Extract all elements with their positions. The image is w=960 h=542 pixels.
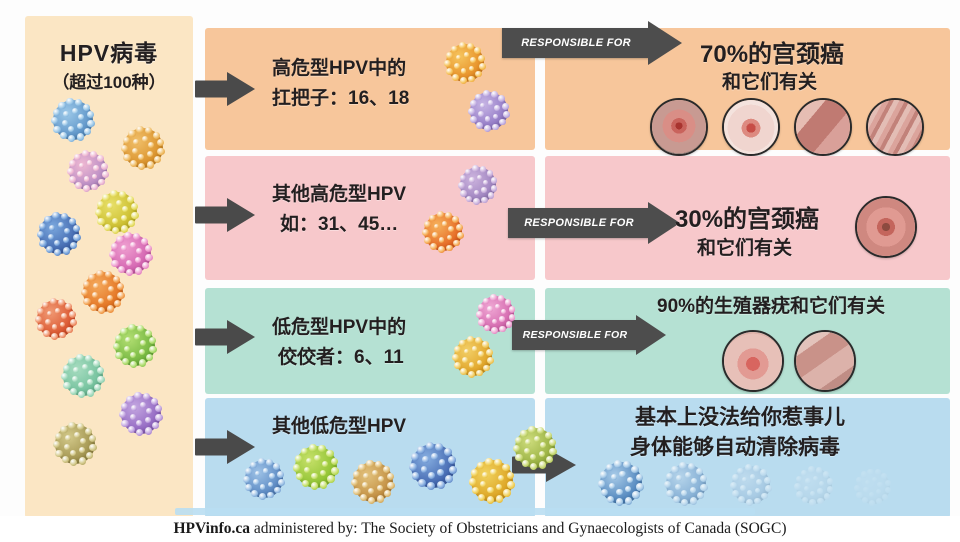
row-1-left-line-2: 扛把子：16、18 — [272, 88, 410, 109]
footer: HPVinfo.ca administered by: The Society … — [0, 516, 960, 542]
connector-arrow-2 — [195, 198, 257, 232]
row-3-left-line-1: 低危型HPV中的 — [272, 317, 407, 338]
responsible-for-arrow-1: RESPONSIBLE FOR — [502, 21, 682, 65]
virus-particle-icon — [794, 466, 834, 506]
virus-particle-icon — [67, 150, 109, 192]
row-2-virus-group — [420, 165, 540, 275]
genital-wart-photo-2 — [794, 330, 856, 392]
row-1-right-line-2: 和它们有关 — [722, 72, 818, 93]
virus-particle-icon — [53, 422, 97, 466]
footer-accent-strip — [175, 508, 755, 515]
virus-particle-icon — [854, 468, 892, 506]
row-3-left-line-2: 佼佼者：6、11 — [278, 347, 404, 368]
row-1-virus-group — [440, 40, 540, 145]
virus-particle-icon — [422, 211, 464, 253]
virus-particle-icon — [243, 458, 285, 500]
page-title: HPV病毒 — [59, 40, 159, 66]
virus-particle-icon — [597, 460, 644, 507]
virus-clearance-sequence — [597, 460, 920, 512]
virus-particle-icon — [468, 458, 515, 505]
row-4-virus-group — [243, 426, 557, 512]
row-2-right-line-2: 和它们有关 — [697, 238, 793, 259]
row-1-left-line-1: 高危型HPV中的 — [272, 58, 407, 79]
virus-particle-icon — [664, 462, 708, 506]
virus-particle-icon — [351, 460, 395, 504]
responsible-for-label-1: RESPONSIBLE FOR — [521, 37, 631, 49]
virus-particle-icon — [37, 212, 81, 256]
virus-particle-icon — [109, 232, 153, 276]
virus-particle-icon — [444, 42, 486, 84]
virus-particle-icon — [458, 165, 498, 205]
row-2-right-line-1: 30%的宫颈癌 — [675, 206, 820, 233]
row-3-virus-group — [440, 294, 540, 392]
row-2-left-line-2: 如：31、45… — [280, 214, 399, 235]
virus-particle-icon — [113, 324, 157, 368]
cervix-photo-4 — [866, 98, 924, 156]
virus-particle-icon — [121, 126, 165, 170]
row-4-right-line-1: 基本上没法给你惹事儿 — [635, 406, 845, 429]
row-3-right-line-1: 90%的生殖器疣和它们有关 — [657, 296, 886, 317]
virus-particle-icon — [513, 426, 557, 470]
row-4-right-line-2: 身体能够自动清除病毒 — [630, 436, 840, 459]
footer-text: administered by: The Society of Obstetri… — [250, 520, 787, 537]
footer-brand[interactable]: HPVinfo.ca — [173, 520, 251, 537]
cervix-photo-2 — [722, 98, 780, 156]
connector-arrow-3 — [195, 320, 257, 354]
connector-arrow-4 — [195, 430, 257, 464]
virus-particle-icon — [81, 270, 125, 314]
genital-wart-photo-1 — [722, 330, 784, 392]
virus-particle-icon — [408, 442, 457, 491]
cervix-photo-5 — [855, 196, 917, 258]
responsible-for-arrow-3: RESPONSIBLE FOR — [512, 315, 682, 355]
responsible-for-arrow-2: RESPONSIBLE FOR — [508, 202, 688, 244]
page-subtitle: （超过100种） — [52, 73, 166, 92]
cervix-photo-1 — [650, 98, 708, 156]
responsible-for-label-2: RESPONSIBLE FOR — [524, 217, 634, 229]
virus-particle-icon — [730, 464, 772, 506]
virus-particle-icon — [476, 294, 516, 334]
virus-particle-icon — [35, 298, 77, 340]
virus-particle-icon — [452, 336, 494, 378]
virus-particle-icon — [468, 90, 510, 132]
virus-particle-icon — [119, 392, 163, 436]
connector-arrow-1 — [195, 72, 257, 106]
cervix-photo-3 — [794, 98, 852, 156]
row-2-left-line-1: 其他高危型HPV — [272, 184, 407, 205]
virus-particle-cluster — [25, 94, 193, 514]
virus-particle-icon — [61, 354, 105, 398]
virus-particle-icon — [292, 444, 339, 491]
virus-particle-icon — [95, 190, 139, 234]
row-4-left-line-1: 其他低危型HPV — [272, 416, 407, 437]
row-1-right-line-1: 70%的宫颈癌 — [700, 41, 845, 68]
virus-particle-icon — [51, 98, 95, 142]
responsible-for-label-3: RESPONSIBLE FOR — [522, 329, 628, 341]
hpv-overview-panel: HPV病毒 （超过100种） — [25, 16, 193, 518]
